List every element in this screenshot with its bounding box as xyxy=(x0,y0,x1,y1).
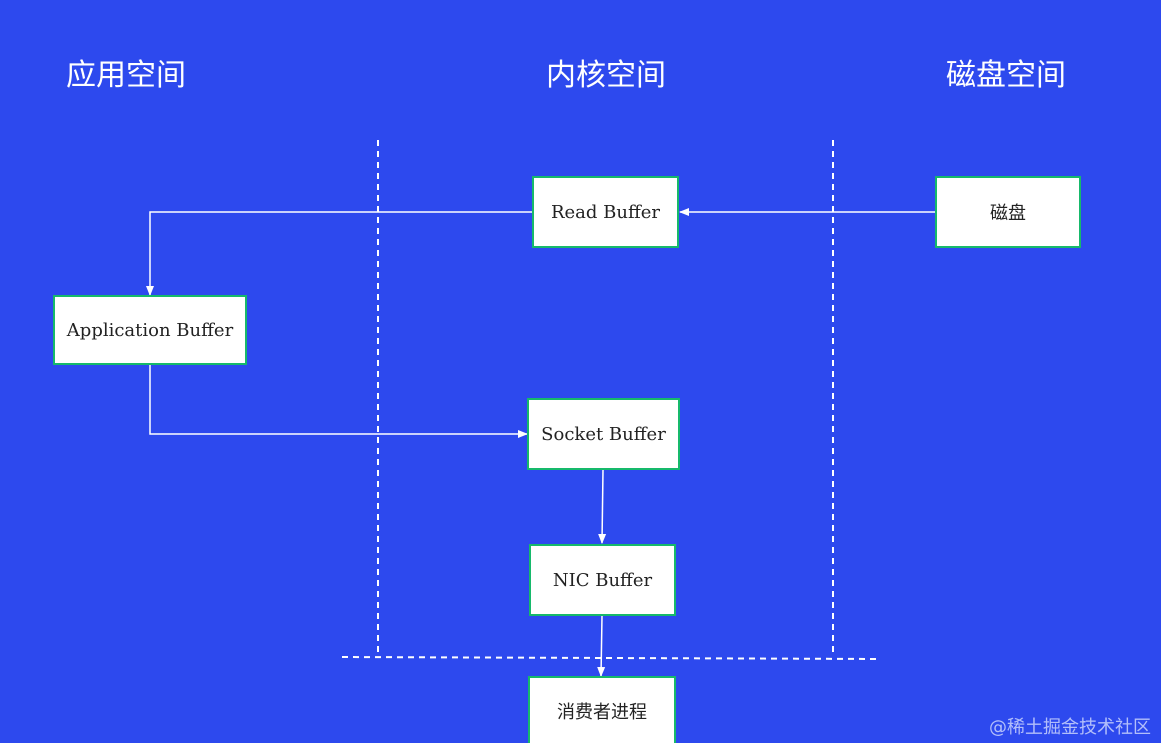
app-space-title: 应用空间 xyxy=(66,58,186,93)
nic-buffer-to-consumer-process-arrow xyxy=(597,615,606,677)
socket-buffer-to-nic-buffer-arrow xyxy=(598,469,607,544)
watermark-text: @稀土掘金技术社区 xyxy=(989,717,1151,738)
disk-node: 磁盘 xyxy=(935,176,1081,248)
read-buffer-to-application-buffer-arrow xyxy=(146,211,532,296)
kernel-space-title: 内核空间 xyxy=(546,58,666,93)
nic-buffer-node: NIC Buffer xyxy=(529,544,676,616)
application-buffer-node: Application Buffer xyxy=(53,295,247,365)
disk-space-title: 磁盘空间 xyxy=(946,58,1066,93)
application-buffer-to-socket-buffer-arrow xyxy=(149,364,528,438)
consumer-process-node: 消费者进程 xyxy=(528,676,676,743)
kernel-bottom-boundary xyxy=(341,656,881,660)
socket-buffer-node: Socket Buffer xyxy=(527,398,680,470)
read-buffer-node: Read Buffer xyxy=(532,176,679,248)
